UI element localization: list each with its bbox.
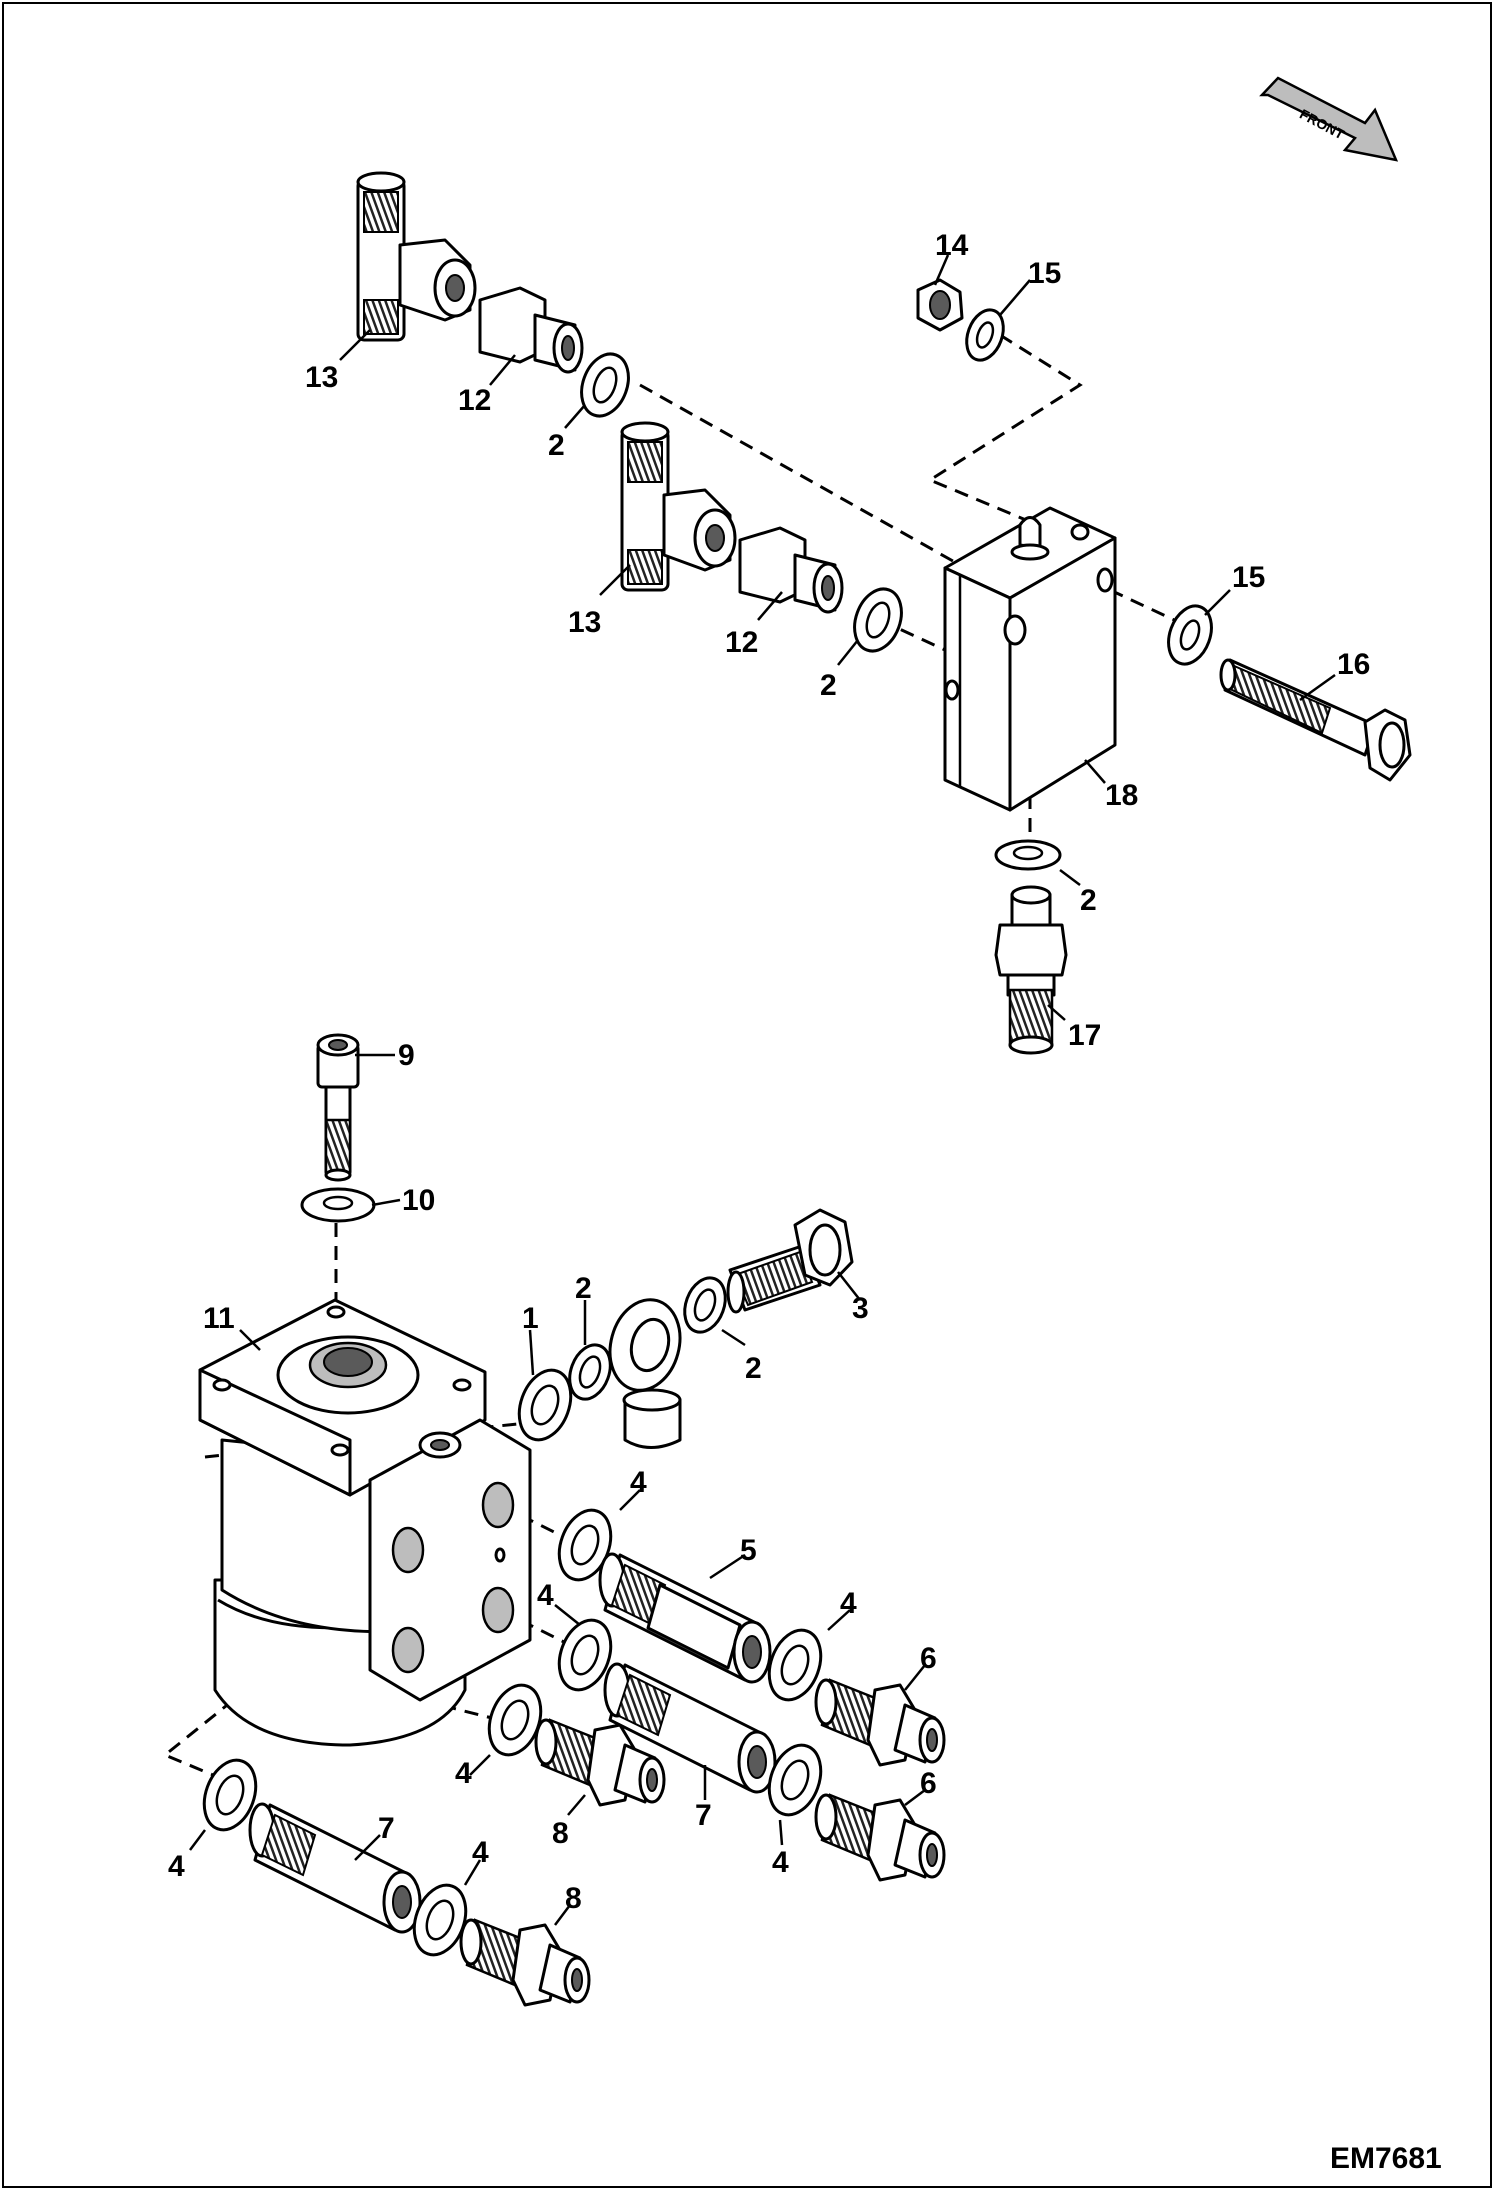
adapter-5 (598, 1552, 772, 1684)
valve-block-18 (943, 506, 1117, 812)
fitting-17 (994, 885, 1068, 1055)
callout-18: 18 (1105, 779, 1138, 812)
washer-4-e (767, 1743, 823, 1817)
callout-14: 14 (935, 229, 969, 262)
banjo-bolt-3 (726, 1208, 854, 1314)
fitting-8-b (459, 1918, 591, 2007)
callout-15-right: 15 (1232, 561, 1265, 594)
callout-labels: 13 12 2 13 12 2 14 15 15 16 18 2 17 9 10… (168, 229, 1370, 1915)
washer-4-a (557, 1508, 613, 1582)
adapter-7-a (603, 1662, 777, 1794)
fitting-6-a (814, 1678, 946, 1767)
callout-13-lower: 13 (568, 606, 601, 639)
callout-4-b: 4 (537, 1579, 554, 1612)
bolt-9 (316, 1033, 360, 1182)
banjo-fitting (608, 1298, 682, 1449)
tee-fitting-13-lower (620, 421, 737, 592)
callout-2-middle: 2 (820, 669, 837, 702)
washer-4-f (202, 1758, 258, 1832)
callout-2-upper: 2 (548, 429, 565, 462)
washer-4-b (557, 1618, 613, 1692)
drawing-code: EM7681 (1330, 2142, 1442, 2175)
nut-14 (916, 278, 964, 332)
washer-2-left-banjo (568, 1343, 612, 1401)
washer-2-bottom-block (994, 839, 1062, 871)
front-arrow-icon: FRONT (1259, 76, 1399, 162)
washer-1 (517, 1368, 573, 1442)
callout-3: 3 (852, 1292, 869, 1325)
callout-1: 1 (522, 1302, 539, 1335)
washer-15-top (965, 308, 1005, 362)
tee-fitting-13-upper (356, 171, 477, 342)
callout-4-d: 4 (455, 1757, 472, 1790)
fitting-6-b (814, 1793, 946, 1882)
callout-10: 10 (402, 1184, 435, 1217)
callout-8-b: 8 (565, 1882, 582, 1915)
callout-4-f: 4 (168, 1850, 185, 1883)
washer-2-upper (580, 352, 630, 418)
callout-13-upper: 13 (305, 361, 338, 394)
callout-4-e: 4 (772, 1846, 789, 1879)
washer-4-c (767, 1628, 823, 1702)
callout-2-left-banjo: 2 (575, 1272, 592, 1305)
callout-2-bottom-block: 2 (1080, 884, 1097, 917)
callout-16: 16 (1337, 648, 1370, 681)
washer-2-middle (853, 587, 903, 653)
steering-unit-11 (198, 1298, 532, 1747)
callout-8-a: 8 (552, 1817, 569, 1850)
adapter-12-upper (478, 286, 584, 374)
fitting-8-a (534, 1718, 666, 1807)
washer-15-right (1167, 604, 1213, 666)
callout-12-lower: 12 (725, 626, 758, 659)
leader-lines (189, 254, 1336, 1926)
callout-7-b: 7 (378, 1812, 395, 1845)
bolt-16 (1219, 658, 1412, 782)
washer-4-g (412, 1883, 468, 1957)
callout-4-c: 4 (840, 1587, 857, 1620)
callout-5: 5 (740, 1534, 757, 1567)
adapter-12-lower (738, 526, 844, 614)
washer-2-right-banjo (683, 1276, 727, 1334)
callout-11: 11 (203, 1302, 235, 1335)
adapter-7-b (248, 1802, 422, 1934)
callout-6-b: 6 (920, 1767, 937, 1800)
callout-17: 17 (1068, 1019, 1101, 1052)
callout-12-upper: 12 (458, 384, 491, 417)
callout-4-a: 4 (630, 1466, 647, 1499)
washer-10 (300, 1187, 376, 1223)
callout-2-right-banjo: 2 (745, 1352, 762, 1385)
callout-7-a: 7 (695, 1799, 712, 1832)
callout-15-top: 15 (1028, 257, 1061, 290)
callout-9: 9 (398, 1039, 415, 1072)
callout-4-g: 4 (472, 1836, 489, 1869)
callout-6-a: 6 (920, 1642, 937, 1675)
